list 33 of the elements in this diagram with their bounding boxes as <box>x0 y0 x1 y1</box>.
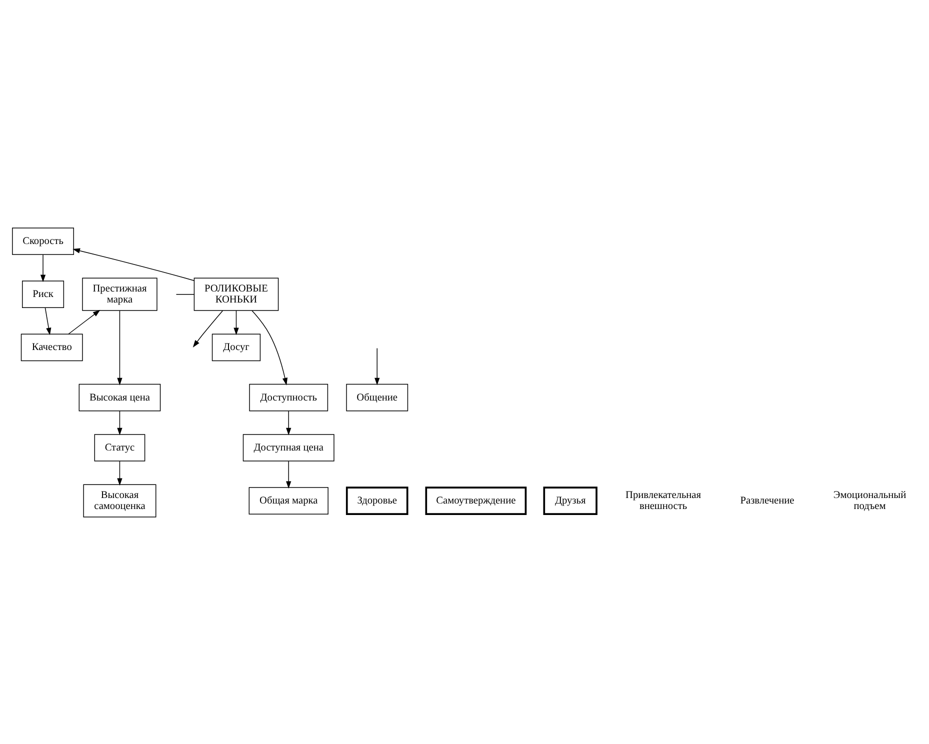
connector <box>176 293 194 294</box>
label: Эмоциональный подъем <box>833 490 906 512</box>
node-box: Высокая самооценка <box>83 484 156 517</box>
node-box: Друзья <box>543 486 598 515</box>
node-box: Общение <box>346 383 408 411</box>
arrow <box>44 306 52 335</box>
arrow <box>40 254 46 282</box>
arrow <box>117 310 122 385</box>
label: Развлечение <box>740 495 794 506</box>
arrow <box>286 410 292 435</box>
node-box: Престижная марка <box>82 277 158 310</box>
node-box: Риск <box>22 280 64 308</box>
node-box: Качество <box>20 333 83 361</box>
node-box: Здоровье <box>346 486 408 515</box>
arrow <box>234 310 239 335</box>
arrow <box>286 460 292 488</box>
arrow <box>72 248 194 280</box>
node-box: Общая марка <box>248 486 328 514</box>
node-box: Доступность <box>249 383 328 411</box>
node-box: Скорость <box>12 227 74 254</box>
node-box: Самоутверждение <box>425 486 527 515</box>
node-box: РОЛИКОВЫЕ КОНЬКИ <box>194 277 279 310</box>
arrow <box>252 310 288 385</box>
arrow <box>117 460 122 486</box>
label: Привлекательная внешность <box>626 490 702 512</box>
arrow <box>117 410 122 435</box>
arrow <box>192 310 224 347</box>
node-box: Досуг <box>212 333 261 361</box>
arrow <box>374 347 380 385</box>
node-box: Статус <box>94 434 146 461</box>
node-box: Высокая цена <box>78 383 161 411</box>
node-box: Доступная цена <box>242 434 334 461</box>
arrow <box>68 309 100 334</box>
